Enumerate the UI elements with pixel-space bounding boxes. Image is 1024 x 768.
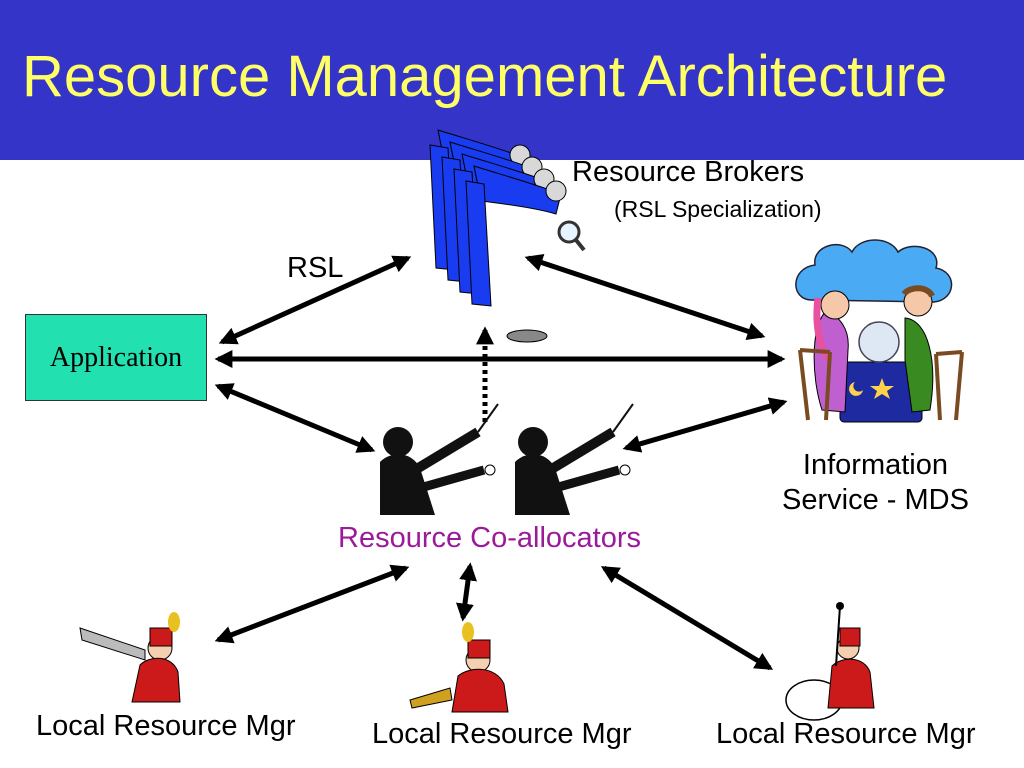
slide-title: Resource Management Architecture: [22, 44, 948, 109]
brokers-label: Resource Brokers: [572, 156, 805, 188]
rsl-edge-label: RSL: [287, 252, 344, 284]
arrow-coalloc-local1: [214, 564, 410, 644]
info-service-line2: Service - MDS: [782, 484, 969, 517]
band-musician-icon: [79, 602, 875, 721]
conductor-icon: [380, 403, 634, 515]
arrow-app-coalloc: [214, 383, 376, 453]
local-mgr-label-3: Local Resource Mgr: [716, 718, 976, 750]
local-mgr-label-2: Local Resource Mgr: [372, 718, 632, 750]
title-banner: [0, 0, 1024, 160]
arrow-app-broker: [218, 255, 412, 345]
broker-figures-icon: [429, 129, 586, 343]
application-label: Application: [49, 341, 183, 373]
arrow-coalloc-info: [622, 397, 788, 453]
local-mgr-label-1: Local Resource Mgr: [36, 710, 296, 742]
arrow-broker-info: [524, 254, 766, 340]
fortune-teller-icon: [795, 239, 964, 423]
application-box: Application: [25, 314, 207, 401]
info-service-label: Information Service - MDS: [782, 448, 969, 519]
brokers-sublabel: (RSL Specialization): [614, 196, 822, 222]
coallocators-label: Resource Co-allocators: [338, 522, 642, 554]
arrow-coalloc-local3: [600, 565, 774, 671]
arrow-coalloc-local2: [456, 562, 477, 622]
info-service-line1: Information: [802, 449, 948, 481]
